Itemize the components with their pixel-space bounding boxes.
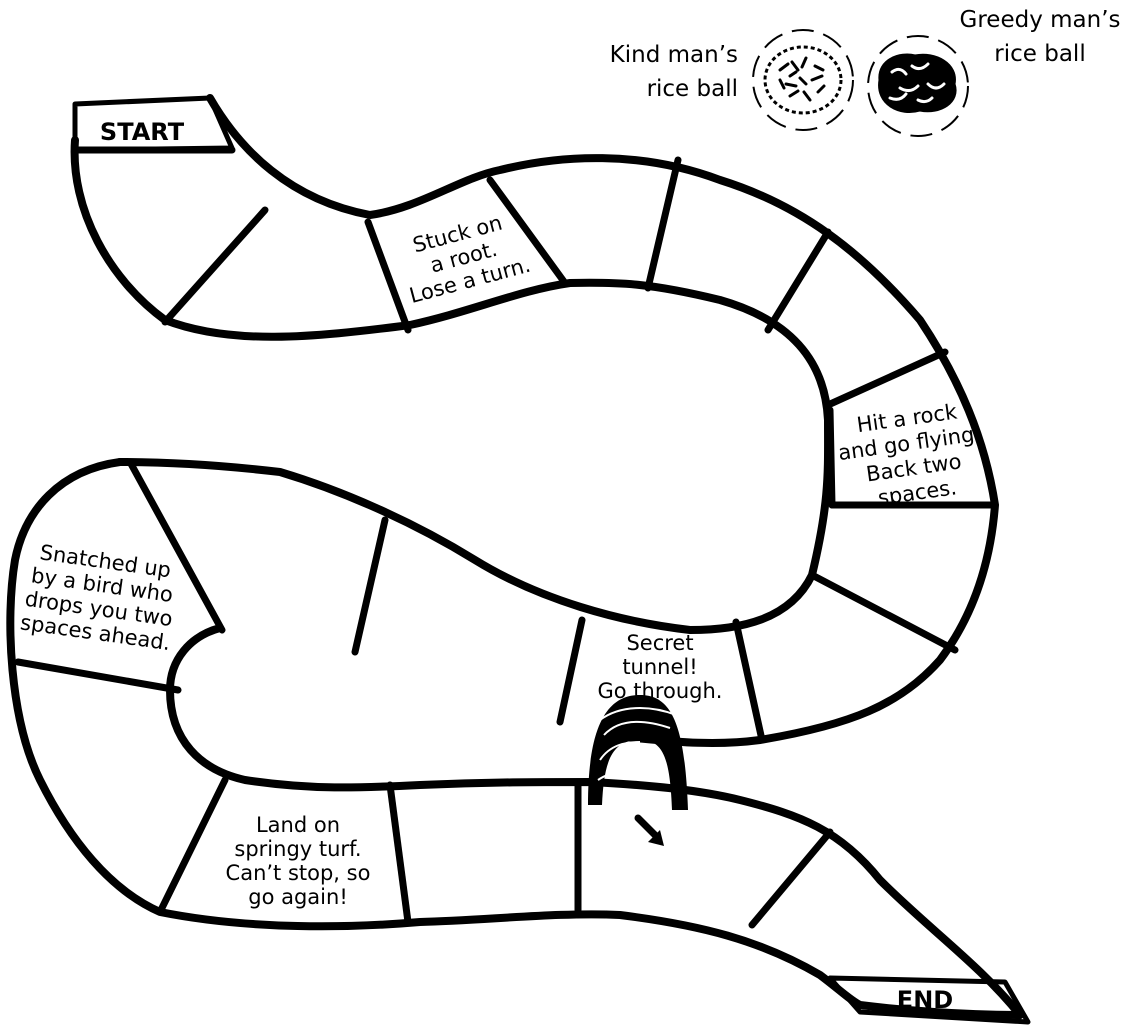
greedy-rice-ball: Greedy man’s rice ball [868,7,1120,136]
start-label: START [100,118,185,146]
space-bird: Snatched up by a bird who drops you two … [19,539,182,655]
space-turf: Land on springy turf. Can’t stop, so go … [226,813,371,909]
turf-line-4: go again! [248,885,347,909]
path-inner-edge [75,140,828,630]
start-space: START [75,98,232,150]
space-tunnel: Secret tunnel! Go through. [598,631,723,703]
tunnel-icon [588,695,688,810]
greedy-rice-ball-icon [880,55,956,112]
arrow-icon [638,818,664,846]
tunnel-line-2: tunnel! [622,655,697,679]
path-lower-outer-edge [10,462,1020,1015]
kind-caption-line-2: rice ball [647,76,738,102]
turf-line-1: Land on [256,813,340,837]
kind-caption-line-1: Kind man’s [610,42,738,68]
tunnel-line-1: Secret [626,631,693,655]
greedy-caption-line-1: Greedy man’s [960,7,1121,33]
turf-line-3: Can’t stop, so [226,861,371,885]
tunnel-line-3: Go through. [598,679,723,703]
turf-line-2: springy turf. [234,837,361,861]
greedy-caption-line-2: rice ball [994,41,1085,67]
kind-rice-ball-icon [765,47,841,113]
end-label: END [897,986,953,1014]
kind-rice-ball: Kind man’s rice ball [610,30,853,130]
